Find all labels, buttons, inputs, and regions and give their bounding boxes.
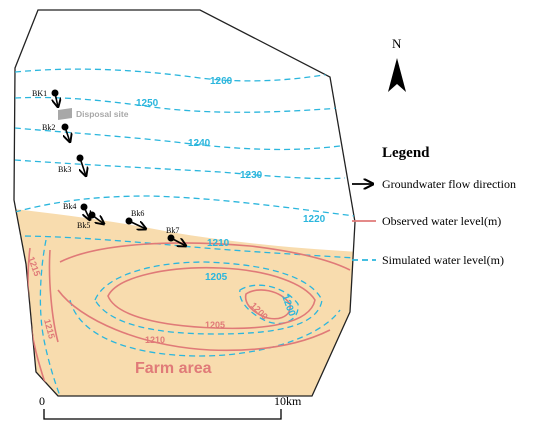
obs-contour-1205 [107, 266, 316, 330]
legend-item-flow: Groundwater flow direction [382, 177, 516, 191]
simulated-contour-labels: 1260 1250 1240 1230 1220 1210 1205 1200 [136, 76, 326, 318]
legend-item-observed: Observed water level(m) [382, 214, 501, 228]
sim-label-1240: 1240 [188, 138, 211, 149]
well-bk3: Bk3 [58, 154, 86, 177]
sim-contour-1240 [14, 127, 341, 151]
well-bk1: BK1 [32, 89, 59, 107]
well-label-bk5: Bk5 [77, 221, 90, 230]
scale-bar: 0 10km [39, 394, 302, 420]
obs-label-1210: 1210 [145, 335, 165, 345]
well-label-bk1: BK1 [32, 89, 47, 98]
wells: BK1 Bk2 Bk3 Bk4 Bk5 Bk6 [32, 89, 186, 246]
well-bk2: Bk2 [42, 123, 70, 142]
farm-area-label: Farm area [135, 360, 212, 377]
sim-contour-1215-west [39, 239, 61, 396]
flow-arrow-icon [84, 206, 90, 220]
flow-arrow-icon [55, 92, 58, 107]
flow-arrow-icon [128, 220, 146, 229]
obs-contour-1210 [57, 242, 351, 352]
disposal-site: Disposal site [58, 108, 129, 120]
well-label-bk7: Bk7 [166, 226, 179, 235]
sim-contour-1260 [14, 68, 341, 82]
sim-contour-1205 [94, 261, 323, 335]
obs-contour-1215-a [27, 247, 49, 393]
scale-end-label: 10km [274, 394, 302, 408]
well-label-bk3: Bk3 [58, 165, 71, 174]
scale-bar-line [43, 409, 282, 420]
north-arrow: N [388, 36, 406, 92]
sim-contour-1220 [14, 195, 355, 217]
obs-contour-1200 [244, 289, 291, 320]
north-arrow-icon [388, 58, 397, 92]
disposal-site-marker [58, 108, 72, 120]
well-bk6: Bk6 [125, 209, 147, 229]
sim-label-1210: 1210 [207, 238, 230, 249]
study-area-boundary [13, 9, 356, 397]
farm-area [14, 208, 355, 396]
obs-label-1205: 1205 [205, 320, 225, 330]
sim-label-1230: 1230 [240, 170, 263, 181]
well-bk7: Bk7 [166, 226, 186, 246]
well-label-bk2: Bk2 [42, 123, 55, 132]
legend-item-simulated: Simulated water level(m) [382, 253, 504, 267]
well-bk4: Bk4 [63, 202, 90, 220]
well-bk5: Bk5 [77, 211, 104, 230]
sim-contour-1230 [14, 159, 346, 180]
sim-contour-outer [69, 299, 341, 357]
flow-arrow-icon [65, 126, 70, 142]
flow-arrow-icon [80, 157, 86, 176]
disposal-site-label: Disposal site [76, 109, 129, 119]
sim-label-1205: 1205 [205, 272, 228, 283]
obs-contour-1215-b [48, 249, 59, 343]
sim-label-1250: 1250 [136, 98, 159, 109]
north-label: N [392, 36, 402, 51]
sim-label-1220: 1220 [303, 214, 326, 225]
legend-title: Legend [382, 145, 430, 161]
well-label-bk4: Bk4 [63, 202, 76, 211]
legend: Legend Groundwater flow direction Observ… [352, 145, 516, 267]
well-label-bk6: Bk6 [131, 209, 144, 218]
sim-label-1260: 1260 [210, 76, 233, 87]
observed-contours [27, 242, 351, 393]
flow-arrow-icon [170, 237, 186, 246]
sim-contour-1200 [239, 284, 299, 325]
scale-start-label: 0 [39, 394, 45, 408]
flow-arrow-icon [91, 214, 104, 224]
